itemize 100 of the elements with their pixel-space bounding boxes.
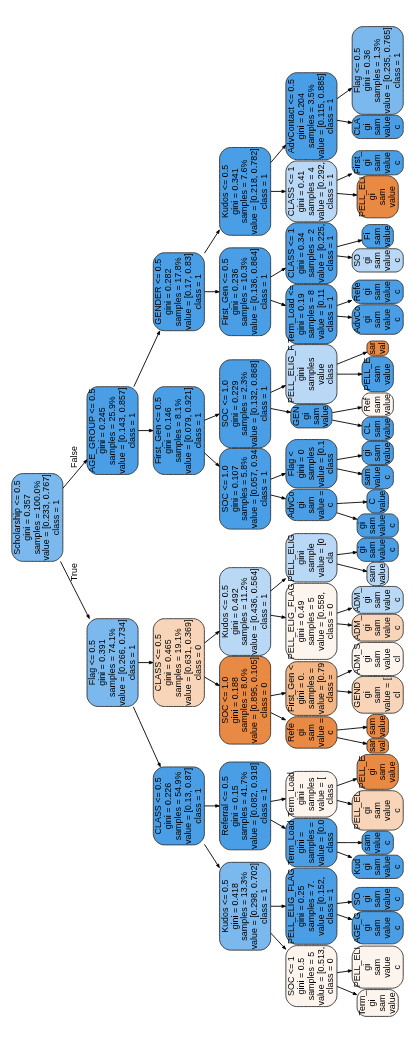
node-box: SO gi sam value c bbox=[351, 886, 404, 911]
arrow bbox=[336, 985, 358, 995]
arrow bbox=[336, 689, 353, 694]
node-box: gi sam value c bbox=[356, 537, 399, 562]
node-box: Kudos <= 0.5 gini = 0.418 samples = 13.3% value = [0.298, 0.702] class = 1 bbox=[219, 861, 272, 951]
arrow bbox=[137, 428, 154, 432]
node-box: AdvCo gi sam value c bbox=[351, 303, 404, 335]
node-box: Fi sam value bbox=[361, 223, 394, 248]
node-box: SOC <= 1 gini = 0.5 samples = 5 value = [0.513, class = 0 bbox=[285, 944, 338, 1007]
node-box: Term_Load gini = samples = value = [0.0 class bbox=[285, 817, 338, 867]
node-box: GEN gi sam value bbox=[290, 403, 333, 428]
arrow bbox=[204, 843, 220, 868]
arrow bbox=[270, 577, 286, 591]
node-box: SOC <= 1.0 gini = 0.107 samples = 5.8% value = [0.057, 0.94 class = 1 bbox=[219, 447, 272, 530]
node-box: Ref sam value bbox=[361, 392, 394, 417]
node-box: ADM_ gi sam value c bbox=[351, 585, 404, 614]
arrow bbox=[204, 229, 220, 254]
node-box: Term_Load gini = samples value = [ class bbox=[285, 770, 338, 818]
node-box: First_Gen <= 0.5 gini = 0.236 samples = 10.3% value = [0.136, 0.864] class = 1 bbox=[219, 246, 272, 336]
node-box: gi sam value bbox=[361, 440, 394, 465]
node-box: Kudos <= 0.5 gini = 0.492 samples = 11.2% value = [0.436, 0.564] class = 1 bbox=[219, 566, 272, 656]
node-box: SO gi sam value c bbox=[351, 247, 404, 272]
arrow bbox=[336, 499, 368, 504]
edge-label: False bbox=[69, 445, 80, 468]
node-box: PELL_E sam value bbox=[361, 355, 394, 392]
arrow bbox=[336, 192, 358, 196]
node-box: AGE_G gi sam value c bbox=[351, 910, 404, 944]
arrow bbox=[336, 840, 363, 844]
arrow bbox=[270, 189, 286, 193]
arrow bbox=[336, 622, 353, 627]
arrow bbox=[336, 172, 353, 181]
arrow bbox=[336, 314, 353, 319]
edge-label: True bbox=[69, 562, 80, 581]
node-box: PELL_ELIG_FLAG gini = 0.25 samples = 7. value = [0.152, class = 1 bbox=[285, 867, 338, 945]
arrow bbox=[204, 289, 220, 293]
node-box: CLASS <= 1 gini = 0.41 samples = 4 value = [0.292, class = 1 bbox=[285, 160, 338, 222]
arrow bbox=[270, 819, 286, 829]
arrow bbox=[132, 705, 161, 767]
node-box: gi sam value c bbox=[356, 512, 399, 538]
arrow bbox=[336, 563, 368, 572]
arrow bbox=[336, 913, 353, 920]
node-box: GEND gi sam value = [ cl bbox=[351, 675, 404, 714]
arrow bbox=[270, 691, 286, 696]
arrow bbox=[336, 255, 353, 259]
arrow bbox=[270, 299, 286, 306]
arrow bbox=[204, 630, 220, 643]
arrow bbox=[336, 725, 368, 730]
node-box: AdvCo gi sam value = c bbox=[285, 488, 338, 521]
node-box: sar val bbox=[366, 340, 389, 356]
node-box: PELL_ELI gi sam value c bbox=[351, 945, 404, 989]
node-box: Flag <= 0.5 gini = 0.391 samples = 74.1% value = [0.266, 0.734] class = 1 bbox=[86, 617, 139, 707]
arrow bbox=[336, 550, 358, 555]
arrow bbox=[331, 419, 363, 427]
node-box: PELL_EL gi sam value c bbox=[351, 789, 404, 831]
node-box: Referral <= 0.5 gini = 0.15 samples = 41.7% value = [0.082, 0.918] class = 1 bbox=[219, 761, 272, 850]
node-box: First_Gen <= 0.5 gini = 0.146 samples = 8.1% value = [0.079, 0.921] class = 1 bbox=[152, 385, 205, 475]
node-box: Term_Load <= gini = 0.19 samples = 8 value = [0.11 class = 1 bbox=[285, 283, 338, 344]
node-box: CLASS <= 0.5 gini = 0.465 samples = 19.1% value = [0.631, 0.369] class = 0 bbox=[152, 617, 205, 707]
node-box: First_ gi sam value c bbox=[351, 149, 404, 175]
arrow bbox=[204, 451, 220, 467]
arrow bbox=[270, 904, 286, 908]
node-box: First_Gen < gini = 0. samples = value = [0.79 class = bbox=[285, 660, 338, 716]
arrow bbox=[336, 87, 353, 99]
node-box: Scholarship <= 0.5 gini = 0.357 samples = 100.0% value = [0.233, 0.767] class = 1 bbox=[11, 472, 64, 562]
node-box: AdvContact <= 0.5 gini = 0.204 samples = 3.5% value = [0.115, 0.885] class = 1 bbox=[285, 71, 338, 160]
arrow bbox=[336, 238, 363, 247]
arrow bbox=[336, 467, 363, 475]
arrow bbox=[137, 660, 154, 664]
arrow bbox=[270, 711, 286, 720]
arrow bbox=[270, 384, 286, 393]
arrow bbox=[336, 736, 368, 745]
arrow bbox=[336, 850, 353, 858]
node-box: Kud gi sam value c bbox=[351, 854, 404, 879]
arrow bbox=[336, 607, 353, 614]
arrow bbox=[336, 900, 353, 904]
arrow bbox=[204, 803, 220, 808]
node-box: PELL_ELI gi sam value bbox=[356, 174, 399, 218]
arrow bbox=[204, 413, 220, 421]
arrow bbox=[336, 777, 358, 786]
node-box: CL sam value bbox=[361, 416, 394, 441]
arrow bbox=[270, 144, 287, 163]
node-box: CLA gi sam value c bbox=[351, 114, 404, 139]
node-box: Refe gi sam value c bbox=[351, 279, 404, 304]
arrow bbox=[133, 329, 161, 387]
arrow bbox=[270, 797, 286, 802]
arrow bbox=[60, 560, 90, 619]
node-box: PELL_ELIG_F gini samples value class bbox=[285, 343, 338, 404]
node-box: sam value c bbox=[361, 464, 394, 489]
node-box: PELL_E gi sam value bbox=[356, 753, 399, 790]
node-box: ADM_ gi sam value c bbox=[351, 613, 404, 642]
arrow bbox=[336, 351, 368, 365]
arrow bbox=[336, 119, 353, 124]
arrow bbox=[270, 407, 291, 413]
node-box: PELL_ELIG gini sample value = [0 cla bbox=[285, 532, 338, 582]
node-box: Kudos <= 0.5 gini = 0.341 samples = 7.6% value = [0.218, 0.782] class = 1 bbox=[219, 146, 272, 236]
node-box: SOC <= 1.0 gini = 0.188 samples = 8.0% value = [0.895, 0.105] class = 0 bbox=[219, 655, 272, 745]
arrow bbox=[336, 968, 353, 973]
node-box: PELL_ELIG_FLAG gini = 0.49 samples = 5 value = [0.558, class = 0 bbox=[285, 582, 338, 660]
arrow bbox=[336, 669, 353, 678]
arrow bbox=[336, 299, 353, 306]
